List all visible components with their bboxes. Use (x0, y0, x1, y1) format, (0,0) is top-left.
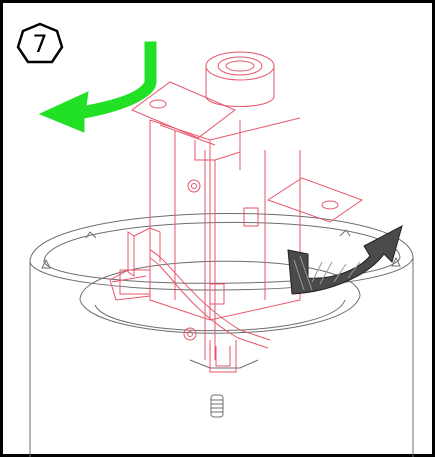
housing-body (29, 212, 414, 457)
step-number: 7 (32, 30, 47, 58)
bottom-screw (210, 394, 224, 418)
internal-assembly (109, 51, 364, 373)
dark-curved-arrow-icon (287, 225, 403, 295)
green-curved-arrow-icon (38, 41, 157, 133)
heptagon-badge-icon (16, 22, 64, 64)
step-badge: 7 (16, 22, 64, 64)
